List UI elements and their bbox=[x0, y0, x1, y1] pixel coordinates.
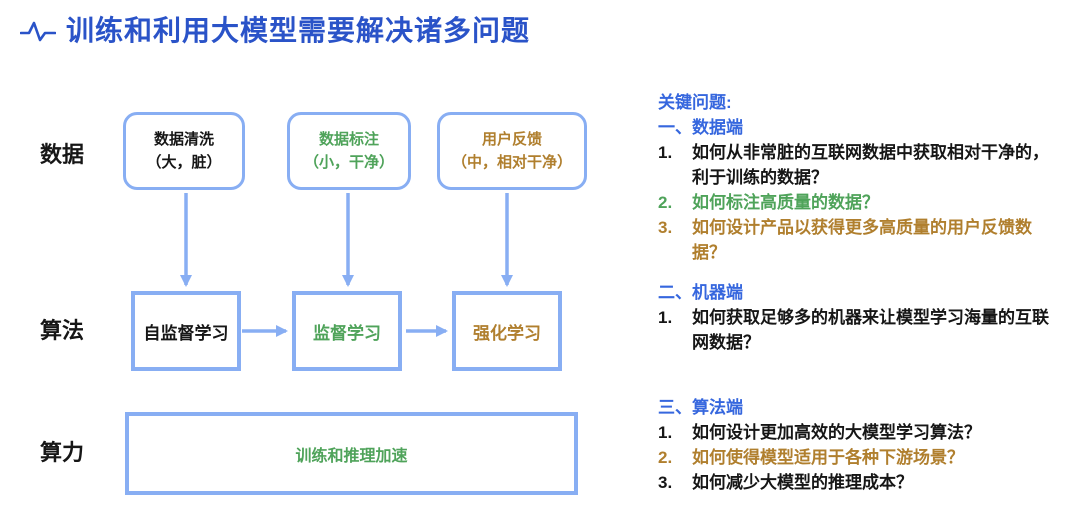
box-self-supervised-learning: 自监督学习 bbox=[131, 291, 241, 371]
list-item: 3. 如何减少大模型的推理成本？ bbox=[658, 470, 1060, 495]
item-text: 如何标注高质量的数据？ bbox=[692, 193, 879, 212]
box-reinforcement-learning: 强化学习 bbox=[452, 291, 562, 371]
item-text: 如何获取足够多的机器来让模型学习海量的互联网数据？ bbox=[692, 308, 1049, 352]
item-number: 1. bbox=[658, 423, 673, 442]
item-number: 1. bbox=[658, 143, 673, 162]
box-data-cleaning: 数据清洗 （大，脏） bbox=[123, 112, 245, 190]
item-number: 3. bbox=[658, 473, 673, 492]
box-user-feedback: 用户反馈 （中，相对干净） bbox=[437, 112, 587, 190]
slide-title: 训练和利用大模型需要解决诸多问题 bbox=[66, 15, 531, 46]
box-supervised-learning: 监督学习 bbox=[292, 291, 402, 371]
item-text: 如何减少大模型的推理成本？ bbox=[692, 473, 913, 492]
box-user-feedback-line1: 用户反馈 bbox=[481, 130, 542, 148]
box-data-annotation: 数据标注 （小，干净） bbox=[287, 112, 411, 190]
box-data-cleaning-line2: （大，脏） bbox=[146, 154, 222, 171]
section-algorithm-title: 三、算法端 bbox=[658, 398, 743, 417]
row-label-data: 数据 bbox=[40, 142, 85, 167]
list-item: 1. 如何从非常脏的互联网数据中获取相对干净的，利于训练的数据？ bbox=[658, 140, 1060, 190]
row-label-algorithm: 算法 bbox=[40, 318, 85, 343]
section-algorithm-side: 三、算法端 1. 如何设计更加高效的大模型学习算法？ 2. 如何使得模型适用于各… bbox=[658, 395, 1060, 495]
panel-heading: 关键问题: bbox=[658, 93, 732, 112]
item-number: 2. bbox=[658, 448, 673, 467]
key-questions-panel: 关键问题: 一、数据端 1. 如何从非常脏的互联网数据中获取相对干净的，利于训练… bbox=[658, 90, 1060, 495]
item-number: 1. bbox=[658, 308, 673, 327]
section-machine-title: 二、机器端 bbox=[658, 283, 743, 302]
box-data-cleaning-line1: 数据清洗 bbox=[153, 130, 214, 148]
list-item: 2. 如何使得模型适用于各种下游场景？ bbox=[658, 445, 1060, 470]
list-item: 3. 如何设计产品以获得更多高质量的用户反馈数据？ bbox=[658, 215, 1060, 265]
item-number: 3. bbox=[658, 218, 673, 237]
item-text: 如何从非常脏的互联网数据中获取相对干净的，利于训练的数据？ bbox=[692, 143, 1049, 187]
item-text: 如何设计产品以获得更多高质量的用户反馈数据？ bbox=[692, 218, 1032, 262]
row-label-compute: 算力 bbox=[40, 440, 85, 465]
list-item: 2. 如何标注高质量的数据？ bbox=[658, 190, 1060, 215]
pulse-icon bbox=[20, 21, 56, 42]
list-item: 1. 如何获取足够多的机器来让模型学习海量的互联网数据？ bbox=[658, 305, 1060, 355]
section-data-title: 一、数据端 bbox=[658, 118, 743, 137]
slide-header: 训练和利用大模型需要解决诸多问题 bbox=[20, 14, 530, 48]
box-data-annotation-line1: 数据标注 bbox=[318, 130, 379, 148]
list-item: 1. 如何设计更加高效的大模型学习算法？ bbox=[658, 420, 1060, 445]
item-number: 2. bbox=[658, 193, 673, 212]
box-training-inference-acceleration: 训练和推理加速 bbox=[125, 412, 578, 495]
box-data-annotation-line2: （小，干净） bbox=[303, 154, 394, 171]
section-data-side: 一、数据端 1. 如何从非常脏的互联网数据中获取相对干净的，利于训练的数据？ 2… bbox=[658, 115, 1060, 265]
item-text: 如何设计更加高效的大模型学习算法？ bbox=[692, 423, 981, 442]
box-user-feedback-line2: （中，相对干净） bbox=[451, 154, 572, 171]
item-text: 如何使得模型适用于各种下游场景？ bbox=[692, 448, 964, 467]
section-machine-side: 二、机器端 1. 如何获取足够多的机器来让模型学习海量的互联网数据？ bbox=[658, 280, 1060, 355]
